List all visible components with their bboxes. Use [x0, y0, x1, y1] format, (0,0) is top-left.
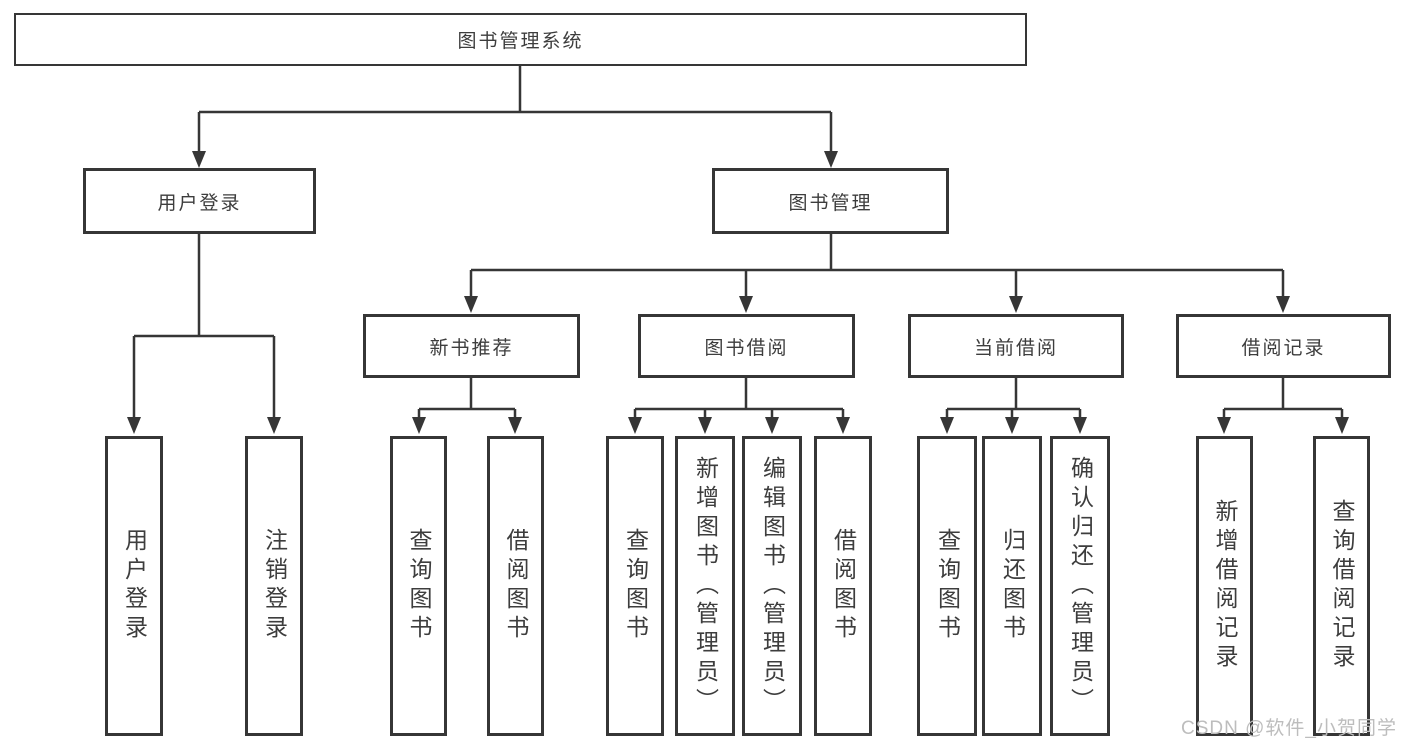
arrowheads [127, 151, 1349, 434]
arrowhead [836, 417, 850, 434]
leaf-confirm-return-admin: 确认归还（管理员） [1050, 436, 1110, 736]
connector-book-borrow-to-leaves [633, 378, 845, 420]
leaf-query-borrowing-record: 查询借阅记录 [1313, 436, 1370, 736]
connector-book-mgmt-to-level3 [469, 234, 1285, 299]
node-book-borrowing: 图书借阅 [638, 314, 855, 378]
arrowhead [1009, 296, 1023, 313]
leaf-user-login: 用户登录 [105, 436, 163, 736]
arrowhead [739, 296, 753, 313]
arrowhead [508, 417, 522, 434]
arrowhead [824, 151, 838, 168]
leaf-return-book: 归还图书 [982, 436, 1042, 736]
leaf-borrow-books-under-recommendation: 借阅图书 [487, 436, 544, 736]
leaf-add-borrowing-record: 新增借阅记录 [1196, 436, 1253, 736]
arrowhead [1073, 417, 1087, 434]
node-library-management-system: 图书管理系统 [14, 13, 1027, 66]
connector-root-to-level2 [197, 66, 833, 153]
connector-current-borrow-to-leaves [945, 378, 1082, 420]
leaf-query-books-under-current: 查询图书 [917, 436, 977, 736]
leaf-query-books-under-borrowing: 查询图书 [606, 436, 664, 736]
node-new-book-recommendation: 新书推荐 [363, 314, 580, 378]
arrowhead [1217, 417, 1231, 434]
connector-new-book-rec-to-leaves [417, 378, 517, 420]
arrowhead [940, 417, 954, 434]
arrowhead [765, 417, 779, 434]
csdn-watermark: CSDN @软件_小贺同学 [1181, 718, 1397, 739]
arrowhead [698, 417, 712, 434]
arrowhead [464, 296, 478, 313]
arrowhead [267, 417, 281, 434]
arrowhead [628, 417, 642, 434]
connector-borrow-records-to-leaves [1222, 378, 1344, 420]
arrowhead [1335, 417, 1349, 434]
arrowhead [127, 417, 141, 434]
node-book-management: 图书管理 [712, 168, 949, 234]
arrowhead [1276, 296, 1290, 313]
node-current-borrowing: 当前借阅 [908, 314, 1124, 378]
arrowhead [1005, 417, 1019, 434]
leaf-borrow-books-under-borrowing: 借阅图书 [814, 436, 872, 736]
leaf-logout: 注销登录 [245, 436, 303, 736]
node-borrowing-records: 借阅记录 [1176, 314, 1391, 378]
leaf-edit-book-admin: 编辑图书（管理员） [742, 436, 802, 736]
arrowhead [192, 151, 206, 168]
arrowhead [412, 417, 426, 434]
leaf-add-book-admin: 新增图书（管理员） [675, 436, 735, 736]
connector-user-login-to-leaves [132, 234, 276, 420]
node-user-login: 用户登录 [83, 168, 316, 234]
leaf-query-books-under-recommendation: 查询图书 [390, 436, 447, 736]
